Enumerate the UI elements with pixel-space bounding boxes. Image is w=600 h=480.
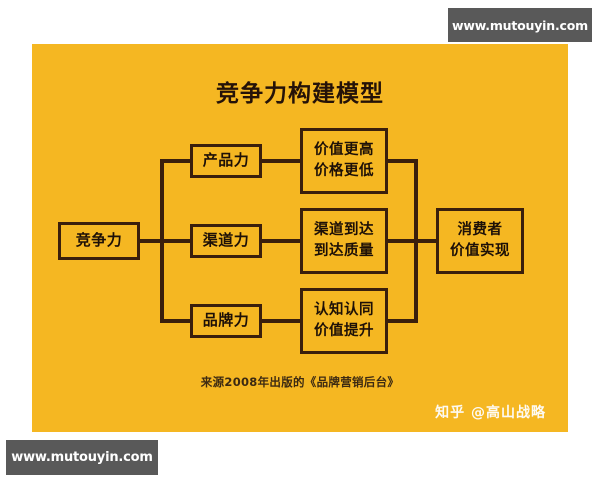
connector-middle-link-middle [260,239,302,243]
connector-right-branch-middle [386,239,418,243]
watermark-top: www.mutouyin.com [448,8,592,42]
diagram-panel: 竞争力构建模型 竞争力 产品力 渠道力 品牌力 价值更高 [32,44,568,432]
connector-competitiveness-stub [140,239,164,243]
node-brand-power-label: 品牌力 [202,311,250,330]
node-product-power: 产品力 [190,144,262,178]
node-consumer-value-line1: 消费者 [457,222,503,239]
node-value-price-line2: 价格更低 [314,163,374,179]
connector-consumer-stub [414,239,438,243]
connector-right-branch-top [386,159,418,163]
node-cognition-value: 认知认同 价值提升 [300,288,388,354]
connector-middle-link-top [260,159,302,163]
node-product-power-label: 产品力 [202,151,250,170]
node-consumer-value-line2: 价值实现 [450,243,510,259]
node-channel-power: 渠道力 [190,224,262,258]
node-competitiveness-label: 竞争力 [75,231,123,250]
node-brand-power: 品牌力 [190,304,262,338]
watermark-bottom: www.mutouyin.com [6,440,158,475]
node-channel-reach-line2: 到达质量 [314,243,374,259]
node-cognition-value-line1: 认知认同 [314,302,374,319]
attribution-label: 知乎 @高山战略 [435,405,546,421]
node-channel-power-label: 渠道力 [202,231,250,250]
connector-middle-link-bottom [260,319,302,323]
connector-left-branch-bottom [160,319,192,323]
page-title: 竞争力构建模型 [216,81,384,107]
node-competitiveness: 竞争力 [58,222,140,260]
connector-left-branch-middle [160,239,192,243]
node-consumer-value: 消费者 价值实现 [436,208,524,274]
node-value-price-line1: 价值更高 [314,142,374,159]
connector-right-branch-bottom [386,319,418,323]
node-channel-reach: 渠道到达 到达质量 [300,208,388,274]
source-note: 来源2008年出版的《品牌营销后台》 [200,375,400,389]
node-value-price: 价值更高 价格更低 [300,128,388,194]
node-cognition-value-line2: 价值提升 [314,323,374,339]
connector-left-branch-top [160,159,192,163]
node-channel-reach-line1: 渠道到达 [314,222,374,239]
